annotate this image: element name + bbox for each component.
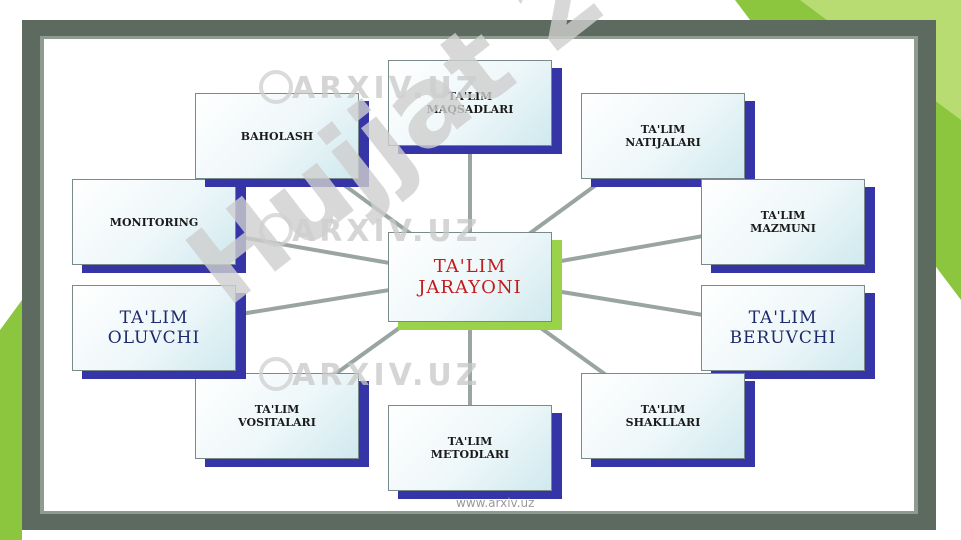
- watermark-text: ARXIV.UZ: [292, 214, 482, 249]
- node-beruvchi: TA'LIM BERUVCHI: [701, 285, 875, 379]
- node-shakllari-label: TA'LIM SHAKLLARI: [625, 403, 701, 429]
- diagram-frame-inner: TA'LIM JARAYONI TA'LIM MAQSADLARI TA'LIM…: [40, 0, 918, 514]
- watermark-icon: [259, 213, 293, 247]
- node-center: TA'LIM JARAYONI: [388, 232, 562, 330]
- watermark-url: www.arxiv.uz: [456, 496, 535, 510]
- watermark-icon: [259, 70, 293, 104]
- node-oluvchi-label: TA'LIM OLUVCHI: [107, 308, 201, 348]
- watermark-text: ARXIV.UZ: [292, 358, 482, 393]
- node-vositalari-label: TA'LIM VOSITALARI: [238, 403, 316, 429]
- diagram-frame: TA'LIM JARAYONI TA'LIM MAQSADLARI TA'LIM…: [22, 0, 936, 530]
- node-mazmuni: TA'LIM MAZMUNI: [701, 179, 875, 273]
- node-shakllari: TA'LIM SHAKLLARI: [581, 373, 755, 467]
- node-maqsadlari: TA'LIM MAQSADLARI: [388, 60, 562, 154]
- node-mazmuni-label: TA'LIM MAZMUNI: [750, 209, 816, 235]
- node-natijalari: TA'LIM NATIJALARI: [581, 93, 755, 187]
- diagram-canvas: TA'LIM JARAYONI TA'LIM MAQSADLARI TA'LIM…: [44, 0, 914, 511]
- node-baholash: BAHOLASH: [195, 93, 369, 187]
- node-monitoring-label: MONITORING: [109, 215, 199, 229]
- node-oluvchi: TA'LIM OLUVCHI: [72, 285, 246, 379]
- node-vositalari: TA'LIM VOSITALARI: [195, 373, 369, 467]
- node-metodlari: TA'LIM METODLARI: [388, 405, 562, 499]
- node-beruvchi-label: TA'LIM BERUVCHI: [729, 308, 837, 348]
- watermark-icon: [259, 357, 293, 391]
- node-center-label: TA'LIM JARAYONI: [418, 256, 522, 298]
- node-natijalari-label: TA'LIM NATIJALARI: [625, 123, 701, 149]
- node-monitoring: MONITORING: [72, 179, 246, 273]
- watermark-text: ARXIV.UZ: [292, 71, 482, 106]
- node-baholash-label: BAHOLASH: [240, 129, 314, 143]
- node-maqsadlari-label: TA'LIM MAQSADLARI: [426, 90, 514, 116]
- node-metodlari-label: TA'LIM METODLARI: [430, 435, 510, 461]
